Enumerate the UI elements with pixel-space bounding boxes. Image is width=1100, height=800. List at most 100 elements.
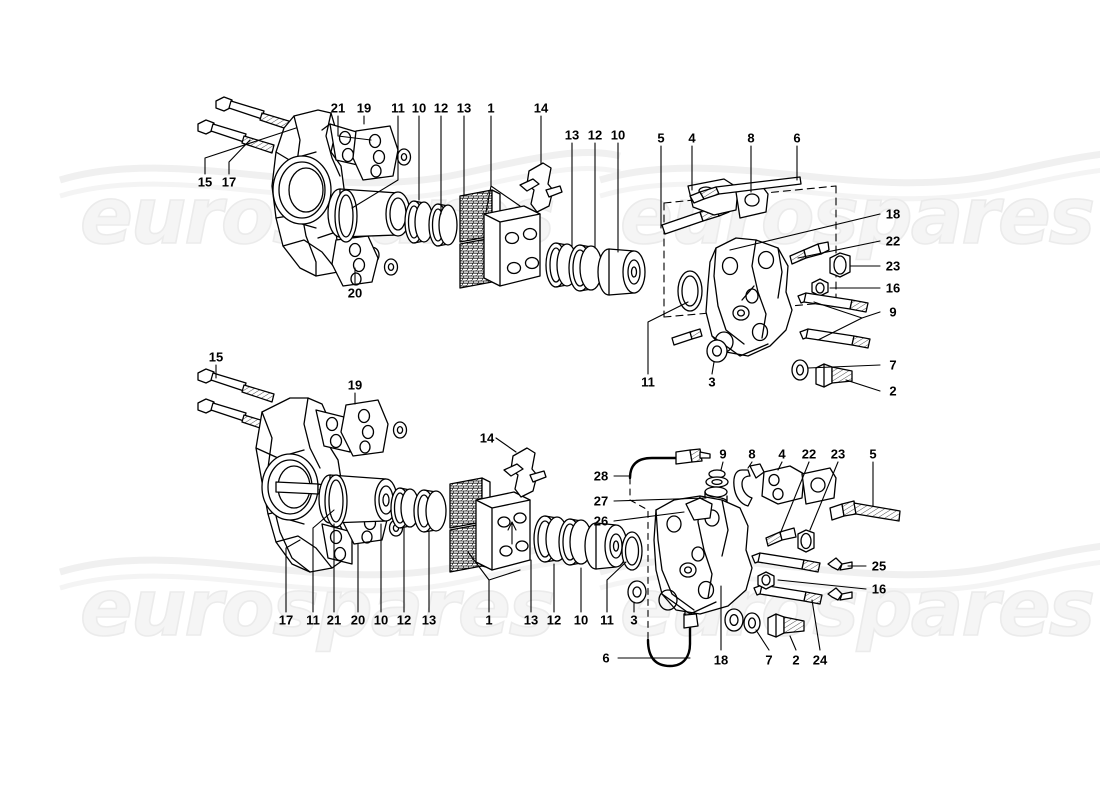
callout-number: 23 xyxy=(885,258,901,274)
callout-number: 13 xyxy=(421,612,437,628)
callout-number: 11 xyxy=(600,612,614,628)
callout-number: 14 xyxy=(479,430,495,446)
callout-number: 1 xyxy=(485,612,493,628)
callout-number: 10 xyxy=(411,100,427,116)
pad-spring-clip-14-upper xyxy=(519,162,563,213)
callout-number: 4 xyxy=(778,446,786,462)
pad-spring-clip-14-lower xyxy=(503,447,547,498)
callout-number: 11 xyxy=(306,612,320,628)
callout-number: 8 xyxy=(747,130,755,146)
callout-number: 16 xyxy=(871,581,887,597)
caliper-body-18-lower xyxy=(653,495,753,615)
callout-number: 18 xyxy=(713,652,729,668)
callout-number: 5 xyxy=(869,446,877,462)
caliper-bracket-19-lower xyxy=(340,399,389,457)
callout-number: 15 xyxy=(208,349,224,365)
callout-number: 2 xyxy=(889,383,897,399)
callout-number: 15 xyxy=(197,174,213,190)
callout-number: 2 xyxy=(792,652,800,668)
locating-pin-upper xyxy=(671,328,703,346)
callout-number: 12 xyxy=(396,612,412,628)
callout-number: 27 xyxy=(593,493,609,509)
callout-number: 19 xyxy=(347,377,363,393)
callout-number: 17 xyxy=(221,174,237,190)
bleed-screw-5-lower xyxy=(829,500,901,522)
caliper-bracket-4-lower xyxy=(761,465,837,505)
retaining-clip-25-lower-b xyxy=(827,587,853,601)
callout-number: 10 xyxy=(373,612,389,628)
hex-bolt-2-lower xyxy=(767,613,805,638)
callout-number: 13 xyxy=(456,100,472,116)
callout-number: 13 xyxy=(564,127,580,143)
callout-number: 7 xyxy=(765,652,773,668)
callout-number: 10 xyxy=(610,127,626,143)
guide-pin-6-upper xyxy=(689,176,802,204)
callout-number: 17 xyxy=(278,612,294,628)
seal-ring-11-upper-right xyxy=(677,270,703,312)
bolt-22-lower xyxy=(765,527,797,547)
callout-number: 24 xyxy=(812,652,828,668)
leader-lines xyxy=(204,115,881,659)
seal-ring-11-lower-right xyxy=(621,531,643,571)
callout-number: 11 xyxy=(391,100,405,116)
callout-number: 12 xyxy=(587,127,603,143)
brake-pad-backing-upper xyxy=(483,205,541,287)
callout-number: 6 xyxy=(602,650,610,666)
seal-ring-10-upper xyxy=(404,200,434,244)
washer-7-lower-a xyxy=(724,608,744,632)
spring-cap-9-lower xyxy=(705,469,729,488)
washer-16-upper xyxy=(811,278,829,297)
callout-number: 20 xyxy=(350,612,366,628)
piston-10-lower-right xyxy=(584,522,628,570)
callout-number: 9 xyxy=(719,446,727,462)
callout-number: 5 xyxy=(657,130,665,146)
callout-number: 14 xyxy=(533,100,549,116)
callout-number: 25 xyxy=(871,558,887,574)
hex-bolt-2-upper xyxy=(815,363,853,388)
callout-number: 23 xyxy=(830,446,846,462)
long-bolt-9-lower-b xyxy=(753,584,823,605)
callout-number: 10 xyxy=(573,612,589,628)
upright-bolt-lower-1 xyxy=(197,368,275,403)
long-bolt-9-lower-a xyxy=(751,552,821,573)
callout-number: 1 xyxy=(487,100,495,116)
callout-number: 22 xyxy=(801,446,817,462)
seal-ring-12-upper xyxy=(428,203,458,247)
seal-ring-12-upper-right xyxy=(568,244,603,292)
retaining-clip-25-lower-a xyxy=(827,557,853,571)
callout-number: 11 xyxy=(641,374,655,390)
hub-carrier-lower xyxy=(255,397,353,573)
callout-number: 21 xyxy=(330,100,346,116)
callout-number: 4 xyxy=(688,130,696,146)
callout-number: 13 xyxy=(523,612,539,628)
long-bolt-9-upper-a xyxy=(797,292,869,313)
callout-number: 18 xyxy=(885,206,901,222)
callout-number: 21 xyxy=(326,612,342,628)
callout-number: 3 xyxy=(708,374,716,390)
callout-number: 20 xyxy=(347,285,363,301)
washer-3-upper xyxy=(706,339,728,363)
piston-10-upper-right xyxy=(597,248,646,296)
callout-number: 16 xyxy=(885,280,901,296)
seal-ring-upper-a xyxy=(334,189,358,243)
callout-number: 26 xyxy=(593,513,609,529)
callout-number: 8 xyxy=(748,446,756,462)
callout-number: 12 xyxy=(433,100,449,116)
nut-23-lower xyxy=(797,529,815,553)
callout-number: 12 xyxy=(546,612,562,628)
callout-number: 3 xyxy=(630,612,638,628)
callout-number: 22 xyxy=(885,233,901,249)
callout-number: 9 xyxy=(889,304,897,320)
nut-23-upper xyxy=(829,252,851,278)
long-bolt-9-upper-b xyxy=(799,328,871,349)
handbrake-lever-8-lower xyxy=(733,463,765,507)
brake-hose-28-lower xyxy=(628,448,711,480)
washer-16-lower xyxy=(757,571,775,590)
washer-7-upper xyxy=(791,359,809,381)
seal-ring-13-lower xyxy=(413,489,447,533)
callout-number: 7 xyxy=(889,357,897,373)
callout-number: 6 xyxy=(793,130,801,146)
